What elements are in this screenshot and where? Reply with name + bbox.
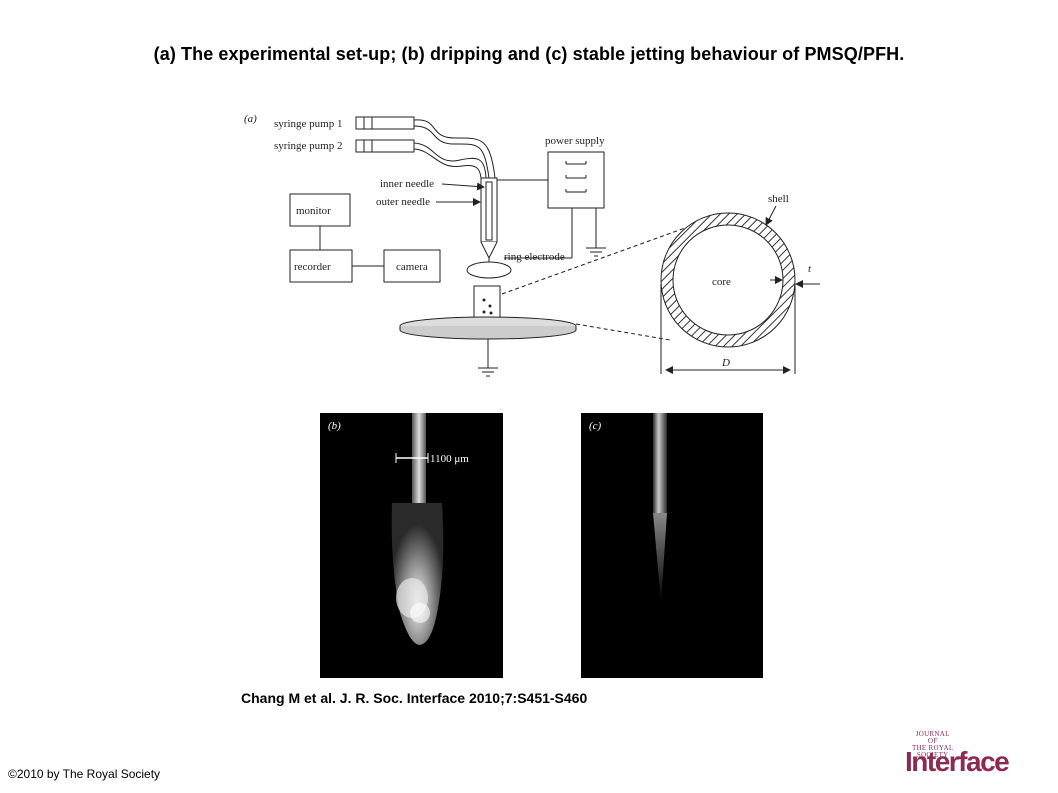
- syringe-pump-2: [355, 139, 415, 153]
- logo-journal-text: JOURNAL OF THE ROYAL SOCIETY: [912, 731, 953, 759]
- panel-a-label: (a): [244, 113, 257, 125]
- jetting-photo: (c): [581, 413, 763, 678]
- panel-c-label: (c): [589, 420, 602, 432]
- copyright: ©2010 by The Royal Society: [8, 767, 161, 781]
- collection-beaker: [473, 285, 501, 323]
- logo-wordmark: Interface: [905, 746, 1010, 777]
- logo-line-2: OF: [927, 737, 938, 745]
- shell-label: shell: [768, 193, 789, 205]
- core-label: core: [712, 276, 731, 288]
- inner-needle-label: inner needle: [380, 178, 434, 190]
- citation: Chang M et al. J. R. Soc. Interface 2010…: [241, 690, 588, 706]
- thickness-label: t: [808, 263, 812, 275]
- camera-box: [383, 249, 441, 283]
- power-supply-label: power supply: [545, 135, 605, 147]
- panel-b-label: (b): [328, 420, 341, 432]
- diameter-label: D: [721, 357, 730, 369]
- experimental-setup-diagram: (a) syringe pump 1 syringe pump 2 inner …: [244, 113, 820, 377]
- logo-line-4: SOCIETY: [916, 751, 949, 759]
- ring-electrode-label: ring electrode: [504, 251, 565, 263]
- camera-label: camera: [396, 261, 428, 273]
- outer-needle-label: outer needle: [376, 196, 430, 208]
- syringe-pump-1: [355, 116, 415, 130]
- capsule-cross-section: [660, 212, 796, 348]
- coaxial-needle: [480, 177, 498, 268]
- logo-line-1: JOURNAL: [915, 730, 950, 738]
- slide-title: (a) The experimental set-up; (b) drippin…: [153, 44, 905, 64]
- power-supply: [497, 151, 606, 259]
- scale-bar-label: 1100 μm: [430, 453, 469, 465]
- logo-line-3: THE ROYAL: [912, 744, 954, 752]
- dripping-photo: (b) 1100 μm: [320, 413, 503, 678]
- monitor-label: monitor: [296, 205, 331, 217]
- syringe-pump-1-label: syringe pump 1: [274, 118, 342, 130]
- recorder-label: recorder: [294, 261, 331, 273]
- syringe-pump-2-label: syringe pump 2: [274, 140, 342, 152]
- ring-electrode: [466, 261, 512, 279]
- grounded-plate: [399, 316, 577, 377]
- journal-logo: JOURNAL OF THE ROYAL SOCIETY Interface: [902, 728, 1014, 780]
